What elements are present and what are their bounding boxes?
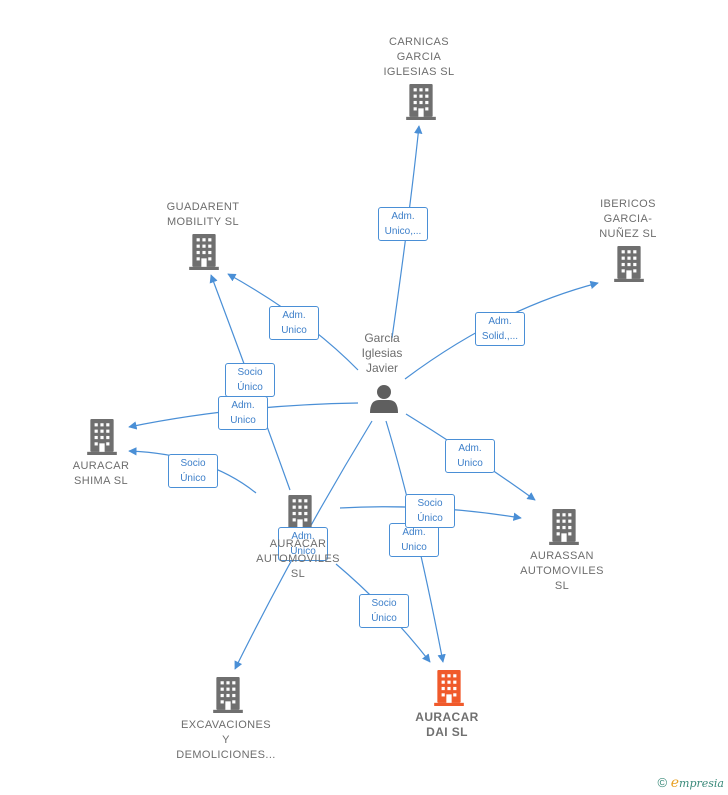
ibericos-building-icon[interactable] xyxy=(614,246,644,282)
edge-label-automoviles-to-guadarent[interactable]: Socio Único xyxy=(225,363,275,397)
guadarent-building-icon[interactable] xyxy=(189,234,219,270)
edge-label-person-to-aurassan[interactable]: Adm. Unico xyxy=(445,439,495,473)
edge-label-person-to-excavaciones[interactable]: Adm. Unico xyxy=(278,527,328,561)
company-label-dai[interactable]: AURACAR DAI SL xyxy=(415,710,479,739)
edge-label-automoviles-to-dai[interactable]: Socio Único xyxy=(359,594,409,628)
brand-logo[interactable]: empresia xyxy=(670,775,724,791)
person-icon[interactable] xyxy=(370,385,398,413)
company-label-automoviles[interactable]: AURACAR AUTOMOVILES SL xyxy=(256,538,340,580)
aurassan-building-icon[interactable] xyxy=(549,509,579,545)
company-label-guadarent[interactable]: GUADARENT MOBILITY SL xyxy=(166,201,240,228)
company-label-carnicas[interactable]: CARNICAS GARCIA IGLESIAS SL xyxy=(383,36,455,78)
automoviles-building-icon[interactable] xyxy=(285,495,315,531)
carnicas-building-icon[interactable] xyxy=(406,84,436,120)
person-label[interactable]: Garcia Iglesias Javier xyxy=(361,331,403,375)
company-label-aurassan[interactable]: AURASSAN AUTOMOVILES SL xyxy=(520,550,604,592)
nodes-layer xyxy=(87,84,644,713)
shima-building-icon[interactable] xyxy=(87,419,117,455)
copyright-symbol: © xyxy=(657,775,668,790)
edge-label-person-to-dai[interactable]: Adm. Unico xyxy=(389,523,439,557)
edge-label-automoviles-to-shima[interactable]: Socio Único xyxy=(168,454,218,488)
company-label-shima[interactable]: AURACAR SHIMA SL xyxy=(72,460,130,487)
edge-label-person-to-ibericos[interactable]: Adm. Solid.,... xyxy=(475,312,525,346)
edge-label-person-to-carnicas[interactable]: Adm. Unico,... xyxy=(378,207,428,241)
excavaciones-building-icon[interactable] xyxy=(213,677,243,713)
edge-label-automoviles-to-aurassan[interactable]: Socio Único xyxy=(405,494,455,528)
edge-label-person-to-shima[interactable]: Adm. Unico xyxy=(218,396,268,430)
dai-building-icon[interactable] xyxy=(434,670,464,706)
company-label-excavaciones[interactable]: EXCAVACIONES Y DEMOLICIONES... xyxy=(176,719,276,761)
edge-label-person-to-guadarent[interactable]: Adm. Unico xyxy=(269,306,319,340)
company-label-ibericos[interactable]: IBERICOS GARCIA- NUÑEZ SL xyxy=(599,198,657,240)
footer-brand: © empresia xyxy=(658,775,724,791)
